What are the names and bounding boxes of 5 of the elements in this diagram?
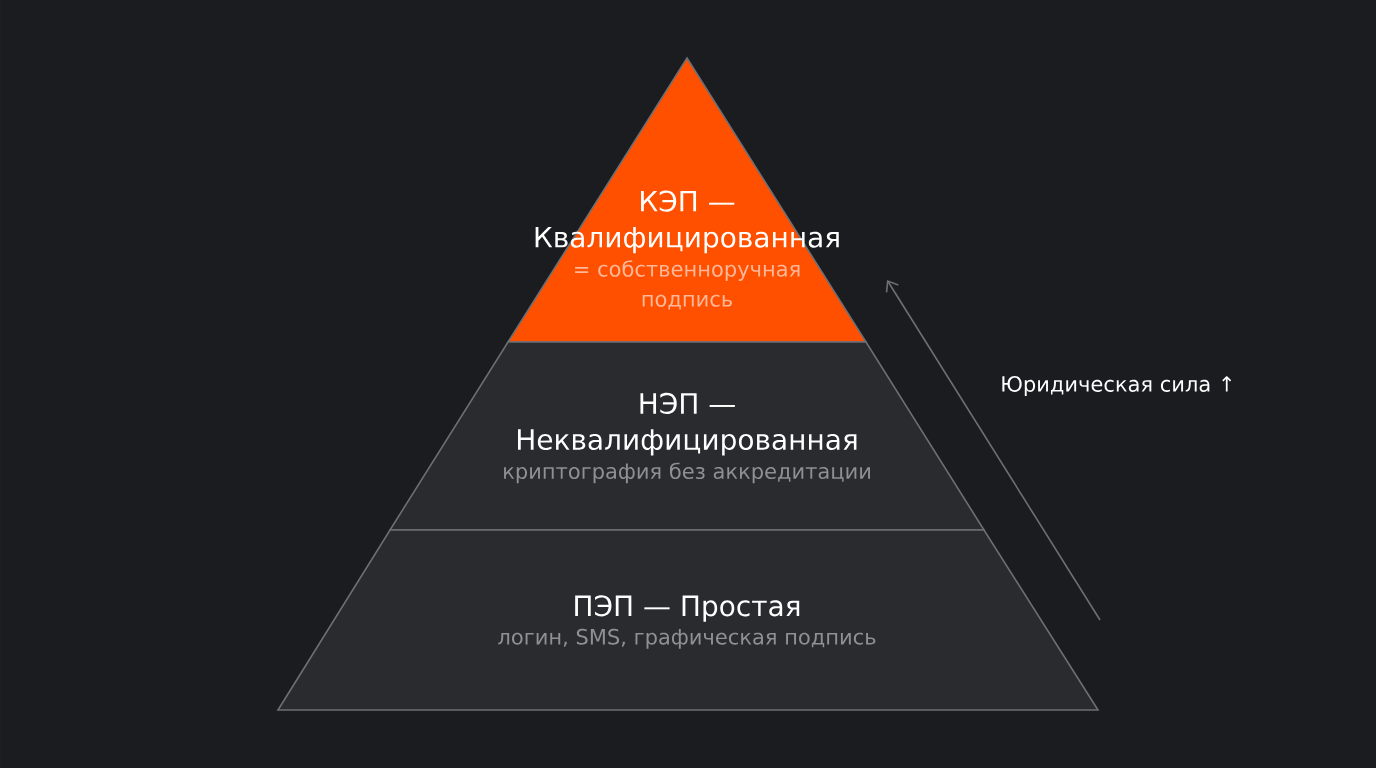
tier-description: = собственноручная подпись [575, 260, 800, 310]
tier-title: ПЭП — Простая [575, 595, 800, 622]
tier-description: криптография без аккредитации [504, 462, 870, 484]
tier-description: логин, SMS, графическая подпись [498, 628, 876, 649]
tier-title: НЭП — Неквалифицированная [518, 392, 857, 456]
